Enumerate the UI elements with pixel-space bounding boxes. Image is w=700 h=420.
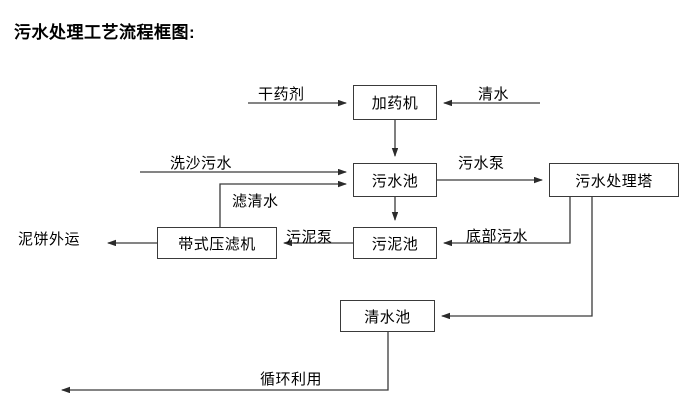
edge-label-filtered-water: 滤清水 <box>232 193 279 210</box>
edge-label-dry-chemical: 干药剂 <box>258 86 305 103</box>
node-label: 污泥池 <box>371 235 419 253</box>
page-title: 污水处理工艺流程框图: <box>14 23 196 42</box>
edge-tower-to-clear-water-pool <box>441 197 593 320</box>
node-belt-filter-press[interactable]: 带式压滤机 <box>157 227 277 259</box>
edge-label-sludge-pump: 污泥泵 <box>286 229 333 246</box>
edge-label-clean-water: 清水 <box>478 86 510 103</box>
node-label: 污水处理塔 <box>575 172 653 190</box>
node-label: 清水池 <box>364 308 411 326</box>
edge-label-sewage-pump: 污水泵 <box>458 155 505 172</box>
edge-label-bottom-sewage: 底部污水 <box>466 228 529 245</box>
node-sewage-pool[interactable]: 污水池 <box>353 163 437 197</box>
edge-label-recycle-reuse: 循环利用 <box>260 371 323 388</box>
edge-label-sand-wash-sewage: 洗沙污水 <box>170 155 233 172</box>
node-label: 带式压滤机 <box>178 235 256 253</box>
terminal-label-mud-cake-out: 泥饼外运 <box>18 231 81 248</box>
edge-clear-water-pool-to-reuse <box>61 332 389 394</box>
node-dosing-machine[interactable]: 加药机 <box>353 85 437 120</box>
node-treatment-tower[interactable]: 污水处理塔 <box>549 163 679 197</box>
node-label: 加药机 <box>371 95 419 112</box>
edge-filtered-water-to-sewage-pool <box>219 180 347 227</box>
node-clear-water-pool[interactable]: 清水池 <box>340 300 435 332</box>
node-sludge-pool[interactable]: 污泥池 <box>353 227 437 259</box>
edge-tower-to-sludge-pool <box>443 197 571 247</box>
node-label: 污水池 <box>371 172 419 190</box>
